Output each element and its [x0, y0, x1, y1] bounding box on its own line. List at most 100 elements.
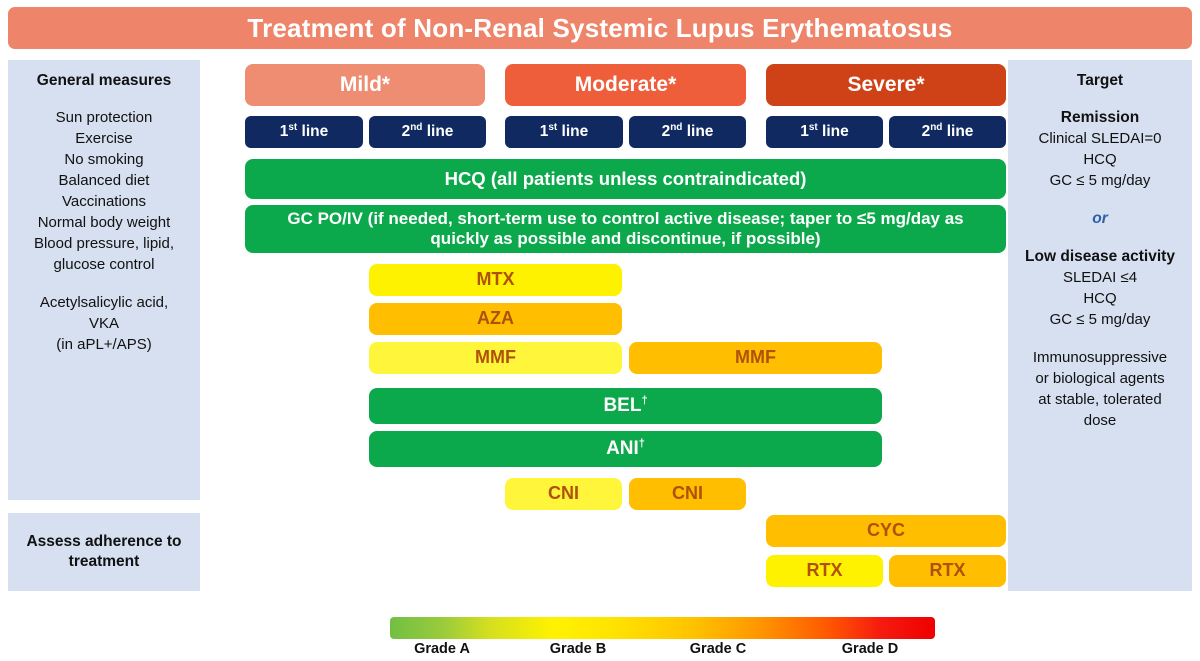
treatment-label-rtx-second: RTX: [929, 560, 966, 581]
treatment-label-cyc: CYC: [866, 520, 905, 541]
treatment-bar-cni-moderate-first[interactable]: CNI: [505, 478, 622, 510]
treatment-label-bel: BEL: [603, 394, 642, 416]
treatment-label-mtx: MTX: [476, 269, 515, 290]
remission-line: HCQ: [1083, 150, 1117, 168]
severity-label-moderate: Moderate*: [574, 73, 677, 96]
general-measures-panel: General measures Sun protection Exercise…: [8, 60, 200, 500]
grade-label-a: Grade A: [414, 641, 470, 657]
treatment-bar-ani[interactable]: ANI†: [369, 431, 882, 467]
line-number: 1: [800, 123, 809, 140]
low-disease-activity-line: GC ≤ 5 mg/day: [1049, 310, 1151, 328]
treatment-label-rtx-first: RTX: [806, 560, 843, 581]
target-note-line: or biological agents: [1035, 369, 1165, 387]
severity-header-severe[interactable]: Severe*: [766, 64, 1006, 106]
dagger-marker: †: [641, 394, 648, 407]
grade-label-b: Grade B: [549, 641, 607, 657]
severity-label-severe: Severe*: [847, 73, 925, 96]
target-note-line: at stable, tolerated: [1038, 390, 1162, 408]
target-panel: Target Remission Clinical SLEDAI=0 HCQ G…: [1008, 60, 1192, 591]
line-ordinal-suffix: st: [808, 121, 818, 133]
treatment-label-cni-second: CNI: [672, 483, 703, 504]
severity-header-mild[interactable]: Mild*: [245, 64, 485, 106]
grade-gradient-bar: [390, 617, 935, 639]
line-number: 1: [539, 123, 549, 140]
treatment-label-hcq: HCQ (all patients unless contraindicated…: [444, 168, 807, 190]
line-button-moderate-first[interactable]: 1st line: [505, 116, 623, 148]
page-title-bar: Treatment of Non-Renal Systemic Lupus Er…: [8, 7, 1192, 49]
severity-label-mild: Mild*: [339, 73, 391, 96]
page-title: Treatment of Non-Renal Systemic Lupus Er…: [247, 12, 953, 43]
remission-title: Remission: [1060, 108, 1140, 126]
line-number: 2: [661, 123, 671, 140]
treatment-label-mmf-mild: MMF: [475, 347, 516, 368]
line-word: line: [557, 123, 589, 140]
treatment-label-aza: AZA: [477, 308, 514, 329]
treatment-label-cni-first: CNI: [548, 483, 579, 504]
treatment-bar-rtx-severe-second[interactable]: RTX: [889, 555, 1006, 587]
measure-item: Exercise: [75, 129, 133, 147]
spacer: [1014, 330, 1186, 347]
measure-item: Vaccinations: [62, 192, 146, 210]
line-word: line: [817, 123, 849, 140]
target-note-line: Immunosuppressive: [1032, 348, 1168, 366]
line-number: 2: [401, 123, 411, 140]
line-button-mild-second[interactable]: 2nd line: [369, 116, 486, 148]
grade-label-c: Grade C: [689, 641, 747, 657]
line-button-moderate-second[interactable]: 2nd line: [629, 116, 746, 148]
treatment-bar-cni-moderate-second[interactable]: CNI: [629, 478, 746, 510]
low-disease-activity-line: HCQ: [1083, 289, 1117, 307]
treatment-label-gc: GC PO/IV (if needed, short-term use to c…: [287, 208, 964, 248]
treatment-label-mmf-moderate: MMF: [735, 347, 776, 368]
measure-item: glucose control: [53, 255, 155, 273]
measure-item: Normal body weight: [37, 213, 171, 231]
grade-legend: Grade A Grade B Grade C Grade D: [390, 617, 935, 657]
line-button-severe-first[interactable]: 1st line: [766, 116, 883, 148]
treatment-bar-bel[interactable]: BEL†: [369, 388, 882, 424]
line-ordinal-suffix: nd: [410, 121, 423, 133]
treatment-bar-gc[interactable]: GC PO/IV (if needed, short-term use to c…: [245, 205, 1006, 253]
target-note-line: dose: [1083, 411, 1117, 429]
remission-line: GC ≤ 5 mg/day: [1049, 171, 1151, 189]
line-word: line: [942, 123, 974, 140]
treatment-label-ani: ANI: [606, 437, 639, 459]
measure-item: Blood pressure, lipid,: [33, 234, 175, 252]
line-number: 2: [921, 123, 931, 140]
treatment-bar-hcq[interactable]: HCQ (all patients unless contraindicated…: [245, 159, 1006, 199]
low-disease-activity-line: SLEDAI ≤4: [1062, 268, 1138, 286]
line-word: line: [682, 123, 714, 140]
line-word: line: [297, 123, 329, 140]
grade-label-d: Grade D: [841, 641, 899, 657]
assess-adherence-panel: Assess adherence to treatment: [8, 513, 200, 591]
line-ordinal-suffix: nd: [670, 121, 683, 133]
line-ordinal-suffix: st: [288, 121, 298, 133]
line-ordinal-suffix: st: [548, 121, 558, 133]
measure-item: No smoking: [64, 150, 144, 168]
line-number: 1: [279, 123, 289, 140]
anticoagulation-item: VKA: [88, 314, 119, 332]
measure-item: Balanced diet: [58, 171, 150, 189]
line-button-mild-first[interactable]: 1st line: [245, 116, 363, 148]
target-heading: Target: [1076, 72, 1124, 89]
treatment-bar-mtx[interactable]: MTX: [369, 264, 622, 296]
dagger-marker: †: [638, 437, 645, 450]
spacer: [1014, 229, 1186, 246]
or-separator: or: [1092, 209, 1108, 227]
treatment-bar-aza[interactable]: AZA: [369, 303, 622, 335]
line-ordinal-suffix: nd: [930, 121, 943, 133]
spacer: [1014, 191, 1186, 208]
general-measures-heading: General measures: [36, 72, 172, 89]
spacer: [14, 275, 194, 292]
remission-line: Clinical SLEDAI=0: [1038, 129, 1162, 147]
line-button-severe-second[interactable]: 2nd line: [889, 116, 1006, 148]
anticoagulation-item: (in aPL+/APS): [56, 335, 152, 353]
measure-item: Sun protection: [55, 108, 153, 126]
treatment-bar-mmf-mild[interactable]: MMF: [369, 342, 622, 374]
treatment-bar-mmf-moderate[interactable]: MMF: [629, 342, 882, 374]
low-disease-activity-title: Low disease activity: [1025, 247, 1175, 265]
treatment-bar-cyc[interactable]: CYC: [766, 515, 1006, 547]
treatment-bar-rtx-severe-first[interactable]: RTX: [766, 555, 883, 587]
line-word: line: [422, 123, 454, 140]
anticoagulation-item: Acetylsalicylic acid,: [39, 293, 169, 311]
severity-header-moderate[interactable]: Moderate*: [505, 64, 746, 106]
assess-adherence-text: Assess adherence to treatment: [26, 533, 182, 570]
